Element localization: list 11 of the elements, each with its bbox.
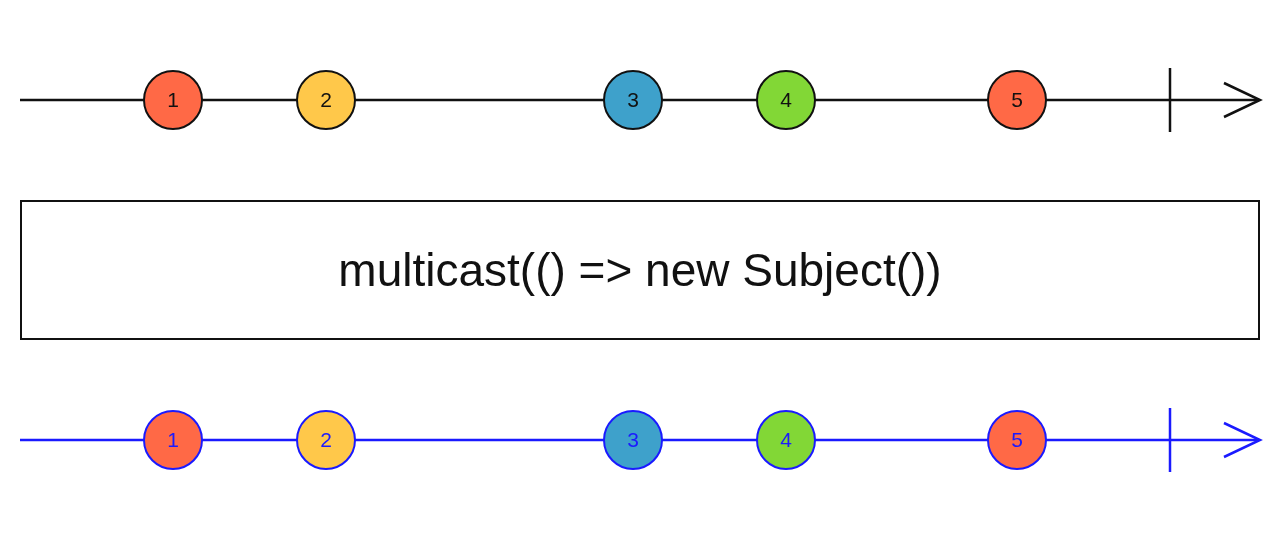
marble: 5 — [987, 410, 1047, 470]
marble: 1 — [143, 70, 203, 130]
operator-box: multicast(() => new Subject()) — [20, 200, 1260, 340]
marble: 4 — [756, 410, 816, 470]
marble: 3 — [603, 70, 663, 130]
marble: 2 — [296, 410, 356, 470]
marble: 5 — [987, 70, 1047, 130]
marble: 3 — [603, 410, 663, 470]
marble: 4 — [756, 70, 816, 130]
marble: 2 — [296, 70, 356, 130]
marble: 1 — [143, 410, 203, 470]
